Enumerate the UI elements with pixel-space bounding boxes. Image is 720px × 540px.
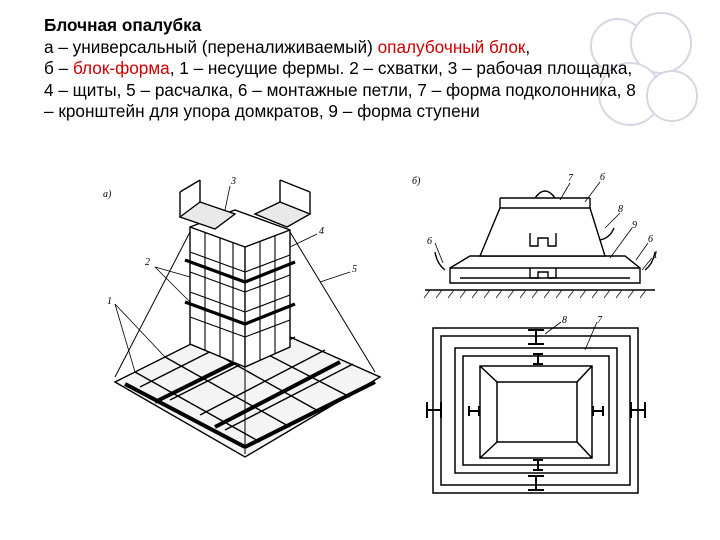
callout-b-0: 7 [568,173,574,184]
callout-a-0: 3 [230,176,236,187]
callout-b-6: 6 [648,234,653,245]
callout-b-3: 9 [632,220,637,231]
figure-a-panel-label: а) [103,189,112,200]
caption-b-highlight: блок-форма [72,58,170,78]
callout-a-2: 4 [319,226,324,237]
callout-plan-0: 8 [562,315,567,326]
caption: а – универсальный (переналиживаемый) опа… [44,37,644,123]
callout-a-4: 1 [107,296,112,307]
figure-b-section-drawing: б) 7 6 8 9 6 1 6 [412,172,658,299]
caption-a-prefix: а – универсальный (переналиживаемый) [44,36,378,57]
caption-b-suffix: , 1 – несущие фермы. 2 – схватки, 3 – ра… [44,58,636,121]
callout-b-4: 6 [427,236,432,247]
callout-a-3: 5 [352,264,357,275]
decor-circle-4 [646,70,698,122]
callout-a-1: 2 [145,257,150,268]
figure-b-panel-label: б) [412,176,421,187]
slide-title: Блочная опалубка [44,15,202,35]
caption-a-suffix: , [525,36,531,57]
callout-plan-1: 7 [597,315,603,326]
callout-b-5: 1 [653,250,658,261]
figure-a-formwork-block: а) 3 2 4 5 1 [95,172,395,472]
slide-text: Блочная опалубка а – универсальный (пере… [44,15,644,123]
caption-b-prefix: б – [44,58,73,78]
callout-b-2: 8 [618,204,623,215]
caption-a-highlight: опалубочный блок [377,36,526,57]
callout-b-1: 6 [600,172,605,183]
figure-b-plan: 8 7 [425,310,650,510]
figure-b-section: б) 7 6 8 9 6 1 6 [410,168,670,306]
figure-b-plan-drawing: 8 7 [426,315,646,494]
figure-a-drawing: а) 3 2 4 5 1 [103,176,382,458]
